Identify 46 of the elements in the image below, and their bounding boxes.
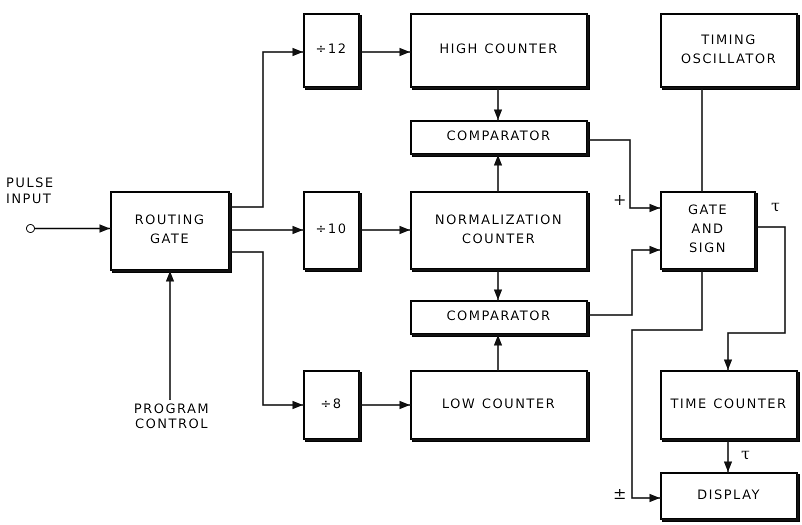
arrow [724,226,786,370]
block-box [110,191,230,271]
arrow [230,48,303,208]
block-label: LOW COUNTER [442,396,556,414]
arrow [494,335,502,370]
arrow [166,271,174,400]
terminal-circle [26,224,35,233]
block-box [660,13,798,88]
block-label: COMPARATOR [446,128,552,146]
arrow [230,251,303,410]
input-label: PROGRAM CONTROL [112,400,232,436]
block-box [410,191,588,270]
block-label: ÷12 [316,41,348,60]
block-box [410,300,588,335]
arrow [588,246,660,316]
arrow [724,440,732,472]
block-label: ÷10 [316,221,348,240]
arrow [360,400,410,410]
block-label: ÷8 [320,396,343,414]
block-label: NORMALIZATION COUNTER [434,212,564,248]
block-label: HIGH COUNTER [439,41,559,60]
block-label: TIME COUNTER [670,396,788,414]
arrow [494,155,502,191]
block-box [660,370,798,440]
arrow [494,270,502,300]
block-label: COMPARATOR [446,308,552,326]
block-label: ROUTING GATE [134,212,206,249]
arrow [360,48,410,56]
block-box [660,191,756,270]
block-box [660,472,798,520]
arrow [35,224,110,233]
edge-label: ± [612,486,628,502]
arrow [230,226,303,234]
block-box [410,120,588,155]
connector-line [701,88,703,191]
arrow [360,226,410,234]
arrow [494,88,502,120]
block-label: TIMING OSCILLATOR [680,32,778,68]
block-label: DISPLAY [697,486,761,505]
arrow [588,139,660,212]
arrow [631,270,703,502]
block-label: GATE AND SIGN [686,202,730,258]
node-caption: PULSE INPUT [6,176,56,208]
block-box [410,13,588,88]
edge-label: + [612,192,628,208]
block-box [410,370,588,440]
